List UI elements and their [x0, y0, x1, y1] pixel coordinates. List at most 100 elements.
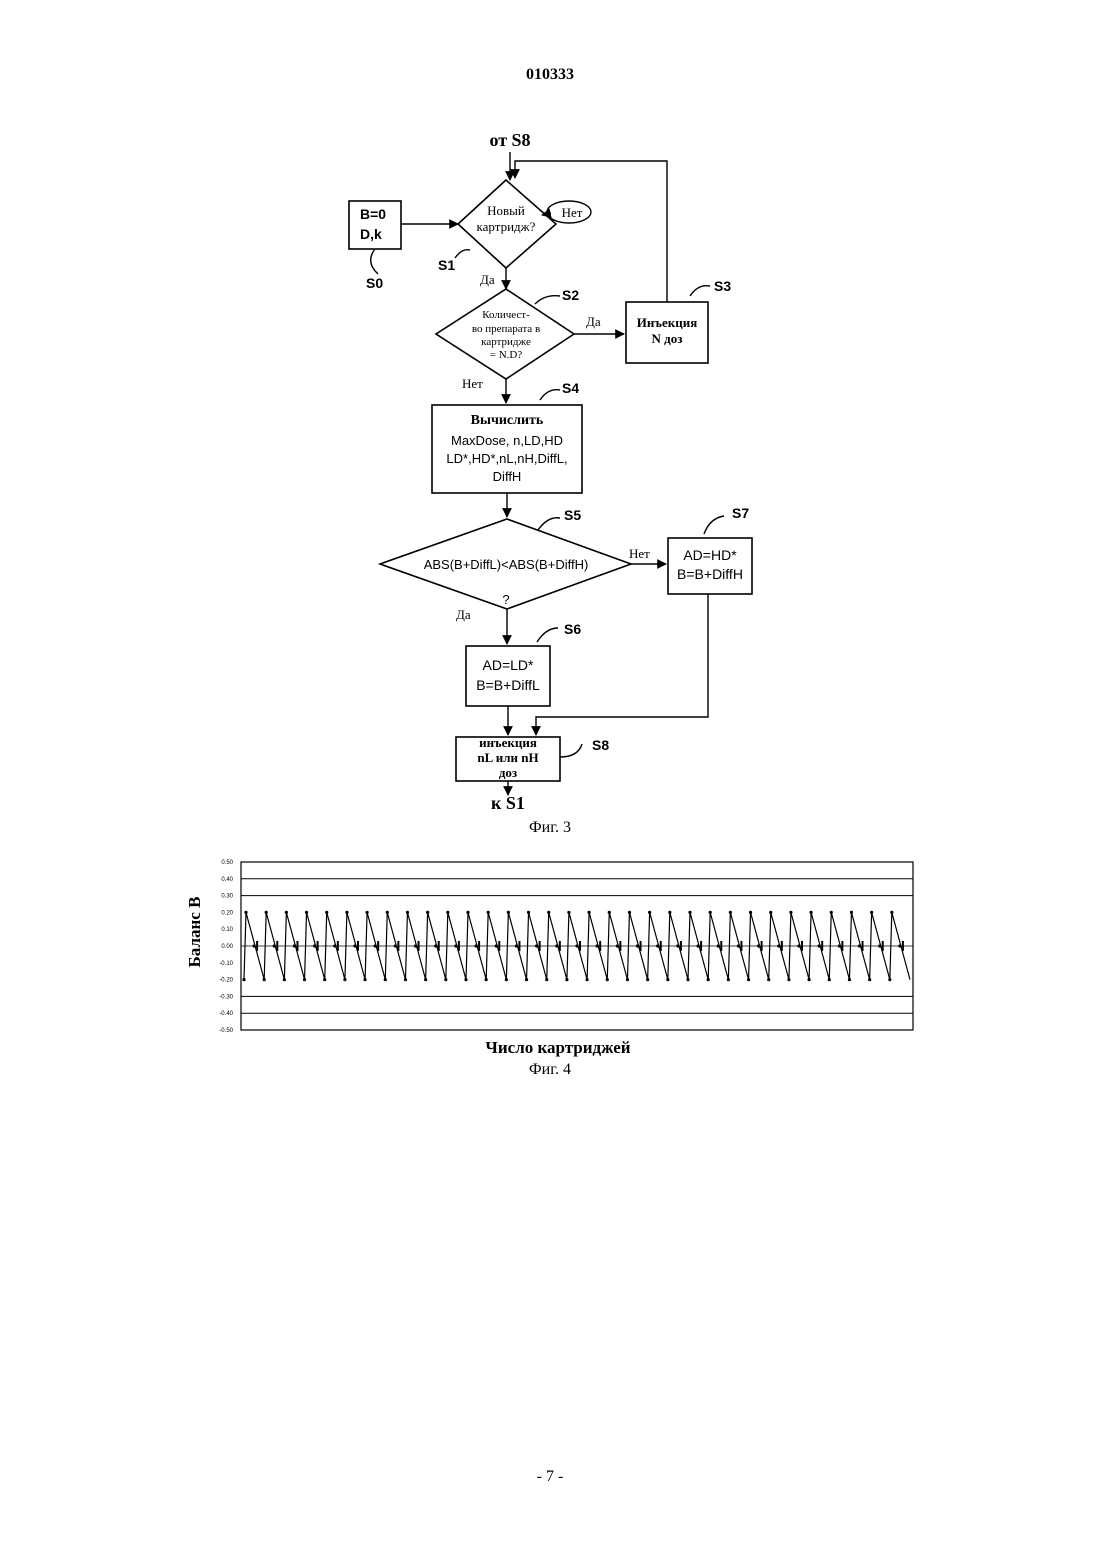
s8-label: S8 — [592, 737, 609, 753]
chart-point — [263, 978, 266, 981]
chart-y-tick-label: -0.10 — [219, 961, 233, 967]
s6-box — [466, 646, 550, 706]
chart-point — [365, 911, 368, 914]
chart-point — [688, 911, 691, 914]
chart-y-ticks: 0.500.400.300.200.100.00-0.10-0.20-0.30-… — [219, 860, 233, 1034]
chart-point — [283, 978, 286, 981]
s2-leader — [535, 296, 560, 304]
chart-point — [818, 944, 821, 947]
s1-yes-label: Да — [480, 272, 495, 287]
s7-line1: AD=HD* — [683, 547, 737, 563]
chart-point — [555, 944, 558, 947]
chart-point — [252, 944, 255, 947]
chart-point — [303, 978, 306, 981]
chart-point — [636, 944, 639, 947]
s1-line1: Новый — [487, 203, 525, 218]
chart-point — [769, 911, 772, 914]
s0-label: S0 — [366, 275, 383, 291]
chart-point — [717, 944, 720, 947]
s2-line4: = N.D? — [490, 349, 523, 361]
chart-point — [668, 911, 671, 914]
flow-entry-label: от S8 — [489, 130, 530, 150]
chart-point — [606, 978, 609, 981]
chart-point — [858, 944, 861, 947]
chart-point — [454, 944, 457, 947]
chart-point — [878, 944, 881, 947]
chart-point — [587, 911, 590, 914]
chart-point — [807, 978, 810, 981]
chart-point — [616, 944, 619, 947]
chart-point — [406, 911, 409, 914]
chart-point — [747, 978, 750, 981]
chart-point — [285, 911, 288, 914]
chart-y-tick-label: 0.50 — [221, 860, 233, 866]
s7-line2: B=B+DiffH — [677, 566, 743, 582]
chart-point — [515, 944, 518, 947]
s7-leader — [704, 516, 724, 534]
chart-point — [244, 911, 247, 914]
chart-point — [767, 978, 770, 981]
s5-leader — [538, 518, 560, 530]
chart-y-tick-label: 0.00 — [221, 944, 233, 950]
chart-point — [446, 911, 449, 914]
chart-point — [414, 944, 417, 947]
chart-point — [527, 911, 530, 914]
chart-point — [565, 978, 568, 981]
chart-point — [333, 944, 336, 947]
fig3-caption: Фиг. 3 — [529, 819, 571, 836]
s6-line2: B=B+DiffL — [476, 677, 540, 693]
s1-leader — [455, 250, 470, 258]
chart-point — [870, 911, 873, 914]
s0-leader — [371, 249, 378, 274]
chart-y-tick-label: -0.40 — [219, 1011, 233, 1017]
chart-point — [242, 978, 245, 981]
s5-no-label: Нет — [629, 546, 650, 561]
s5-yes-label: Да — [456, 607, 471, 622]
chart-point — [656, 944, 659, 947]
chart-point — [444, 978, 447, 981]
s8-line2: nL или nH — [477, 750, 538, 765]
chart-point — [666, 978, 669, 981]
chart-point — [787, 978, 790, 981]
s4-leader — [540, 390, 560, 400]
chart-point — [890, 911, 893, 914]
chart-point — [487, 911, 490, 914]
chart-point — [626, 978, 629, 981]
s3-line1: Инъекция — [637, 315, 697, 330]
chart-point — [466, 911, 469, 914]
chart-point — [325, 911, 328, 914]
chart-point — [384, 978, 387, 981]
chart-point — [848, 978, 851, 981]
chart-point — [353, 944, 356, 947]
s5-label: S5 — [564, 507, 581, 523]
flow-exit-label: к S1 — [491, 793, 525, 813]
chart-point — [567, 911, 570, 914]
chart-point — [464, 978, 467, 981]
chart-point — [608, 911, 611, 914]
fig4-caption: Фиг. 4 — [529, 1061, 571, 1078]
chart-y-tick-label: 0.20 — [221, 910, 233, 916]
chart-point — [648, 911, 651, 914]
s4-line4: DiffH — [493, 469, 522, 484]
chart-point — [898, 944, 901, 947]
chart-point — [434, 944, 437, 947]
s7-to-s8-line — [536, 594, 708, 735]
chart-y-tick-label: 0.10 — [221, 927, 233, 933]
chart-y-tick-label: 0.30 — [221, 894, 233, 900]
chart-point — [293, 944, 296, 947]
s8-line1: инъекция — [479, 735, 537, 750]
chart-point — [424, 978, 427, 981]
s7-label: S7 — [732, 505, 749, 521]
chart-point — [575, 944, 578, 947]
chart-point — [363, 978, 366, 981]
chart-y-tick-label: -0.30 — [219, 994, 233, 1000]
chart-point — [757, 944, 760, 947]
chart-point — [343, 978, 346, 981]
s2-line3: картридже — [481, 336, 531, 348]
s1-label: S1 — [438, 257, 455, 273]
chart-y-tick-label: -0.20 — [219, 978, 233, 984]
chart-point — [777, 944, 780, 947]
chart-point — [809, 911, 812, 914]
chart-point — [797, 944, 800, 947]
